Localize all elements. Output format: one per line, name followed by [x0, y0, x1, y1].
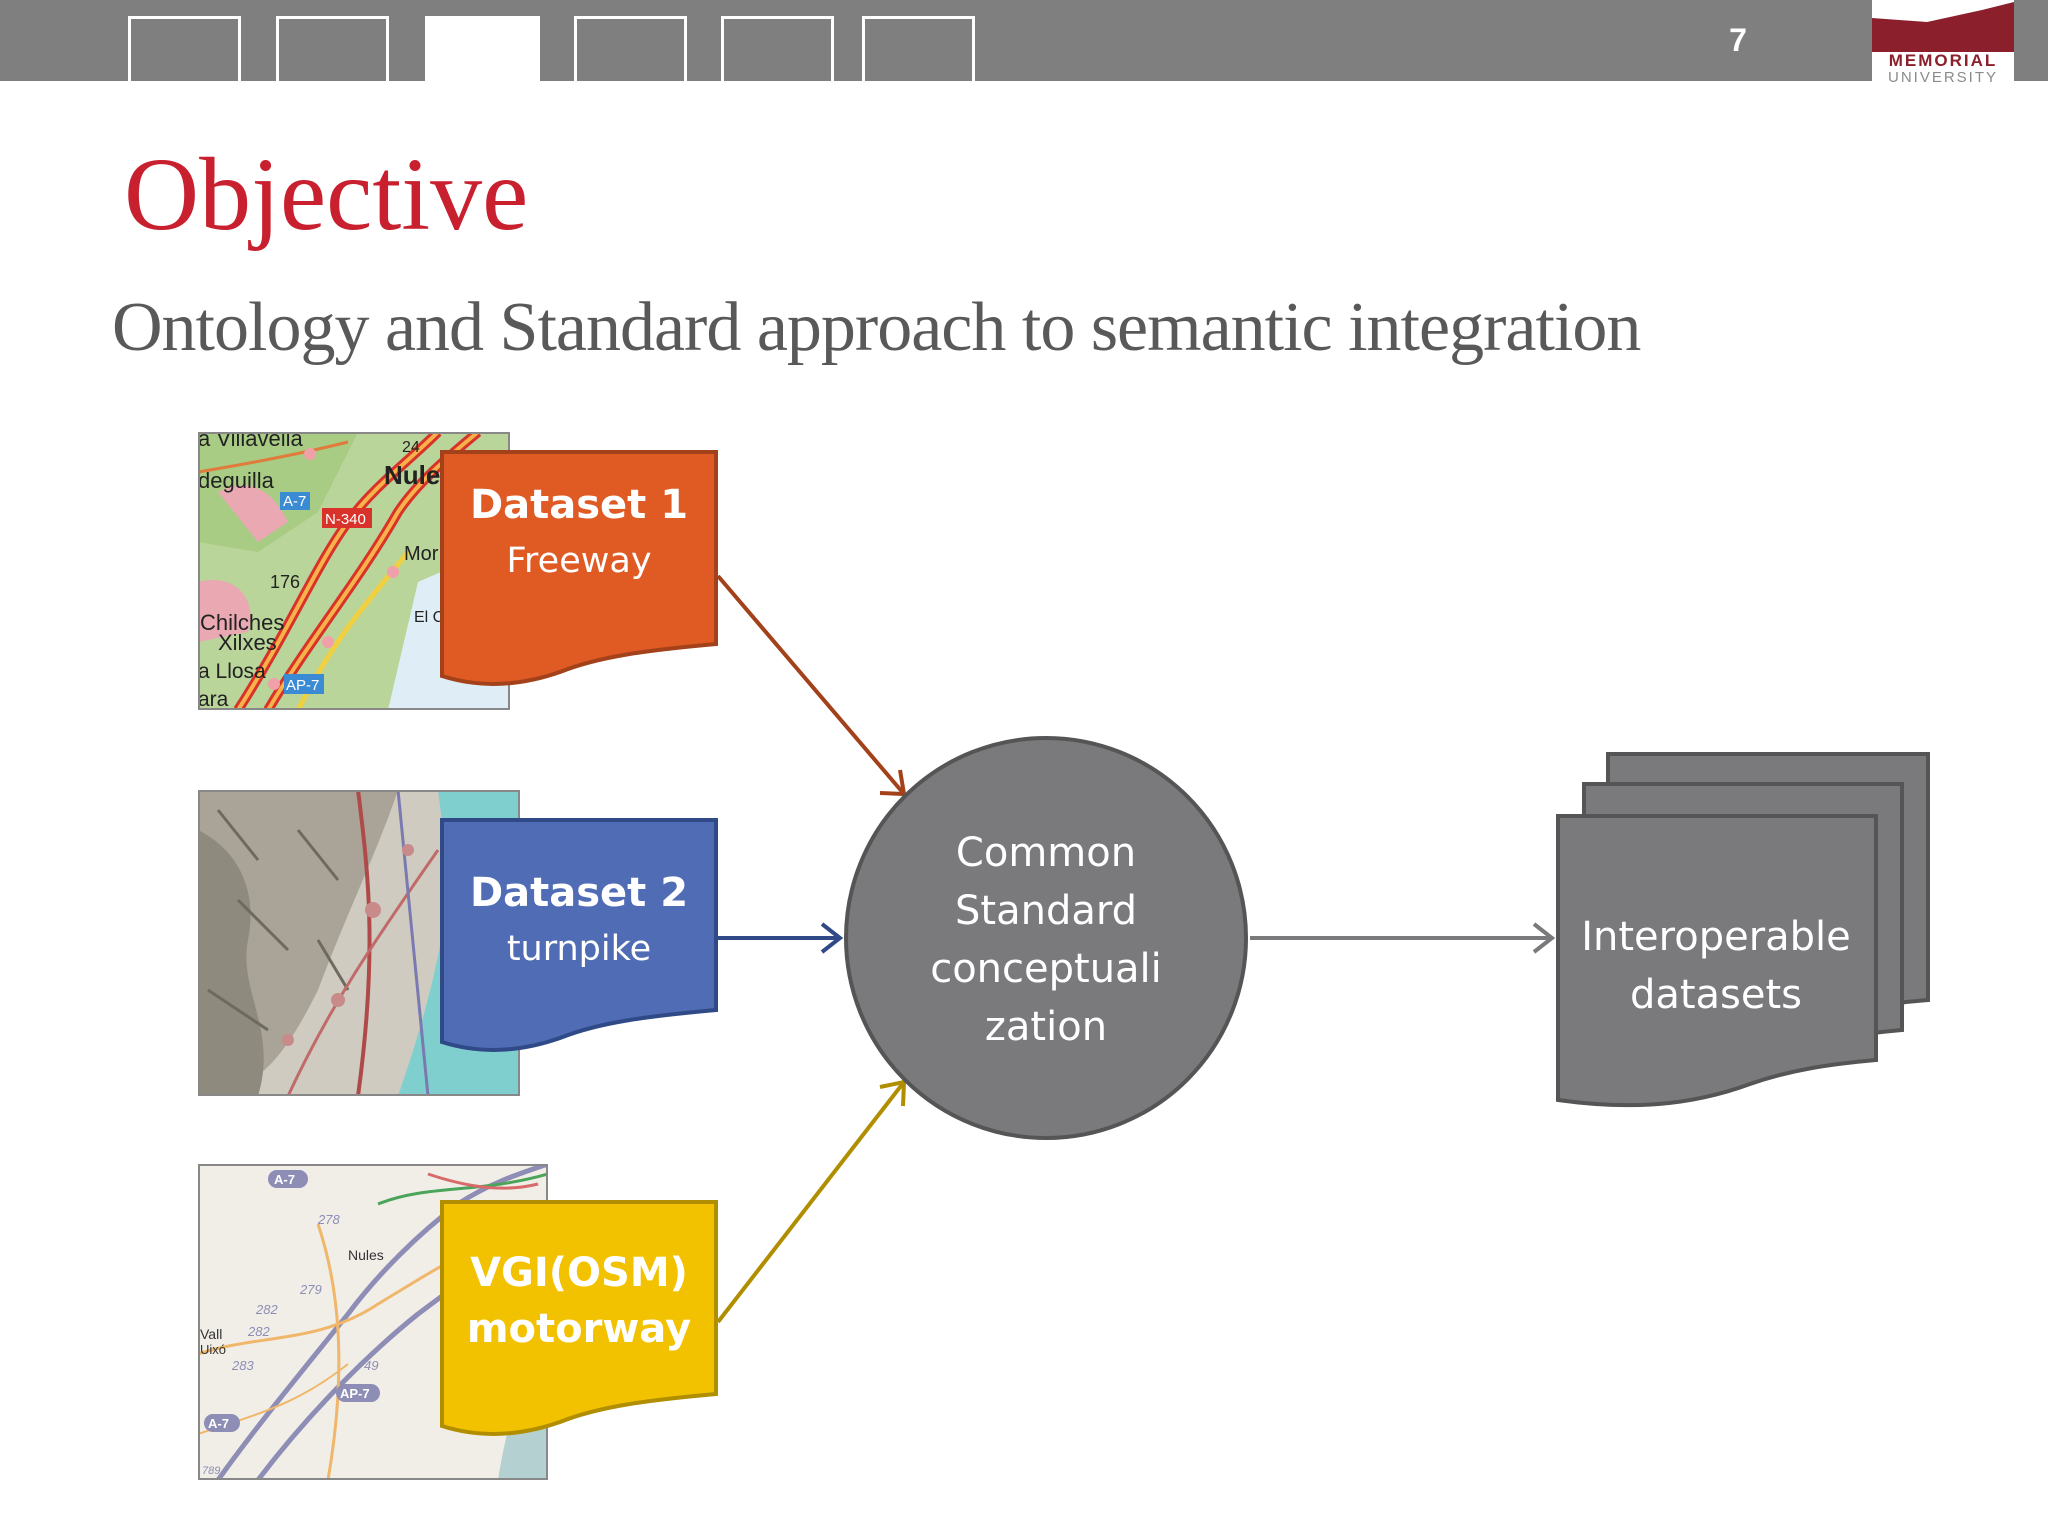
dataset-3-title: VGI(OSM): [470, 1250, 688, 1296]
slide-subtitle: Ontology and Standard approach to semant…: [112, 289, 1641, 366]
nav-tab-2[interactable]: [276, 16, 389, 81]
output-line-2: datasets: [1630, 972, 1802, 1018]
dataset-2-subtitle: turnpike: [507, 929, 651, 969]
svg-text:a Llosa: a Llosa: [198, 660, 266, 683]
svg-text:Uixó: Uixó: [200, 1342, 226, 1357]
svg-text:A-7: A-7: [274, 1172, 295, 1187]
svg-text:deguilla: deguilla: [198, 468, 275, 493]
svg-text:A-7: A-7: [283, 493, 306, 510]
svg-text:24: 24: [402, 439, 420, 456]
arrow-dataset-1: [716, 574, 907, 797]
arrow-output: [1250, 922, 1556, 954]
svg-text:ara: ara: [198, 688, 229, 710]
nav-tab-1[interactable]: [128, 16, 241, 81]
nav-tab-6[interactable]: [862, 16, 975, 81]
nav-tab-5[interactable]: [721, 16, 834, 81]
svg-text:A-7: A-7: [208, 1416, 229, 1431]
center-line-4: zation: [985, 1004, 1107, 1050]
svg-text:El C: El C: [414, 609, 444, 626]
output-line-1: Interoperable: [1581, 914, 1851, 960]
arrow-dataset-3: [716, 1079, 907, 1324]
common-standard-node: Common Standard conceptuali zation: [844, 736, 1248, 1140]
svg-text:49: 49: [364, 1358, 378, 1373]
interoperable-datasets-stack: Interoperable datasets: [1556, 752, 1930, 1108]
svg-text:Mor: Mor: [404, 543, 439, 565]
dataset-2-title: Dataset 2: [470, 870, 688, 916]
nav-tab-3-active[interactable]: [425, 16, 540, 81]
svg-text:a Villavella: a Villavella: [198, 432, 304, 451]
svg-text:Vall: Vall: [200, 1326, 222, 1342]
svg-text:789: 789: [202, 1465, 220, 1477]
dataset-1-shape: Dataset 1 Freeway: [440, 450, 718, 686]
svg-text:279: 279: [299, 1282, 322, 1297]
svg-text:AP-7: AP-7: [286, 677, 319, 694]
svg-text:Nule: Nule: [384, 460, 440, 490]
svg-text:Chilches: Chilches: [200, 610, 284, 635]
dataset-2-shape: Dataset 2 turnpike: [440, 818, 718, 1052]
logo-line-2: UNIVERSITY: [1888, 69, 1998, 86]
page-number: 7: [1729, 22, 1747, 58]
center-line-2: Standard: [955, 888, 1137, 934]
svg-text:AP-7: AP-7: [340, 1386, 370, 1401]
svg-text:283: 283: [231, 1358, 254, 1373]
svg-text:282: 282: [255, 1302, 278, 1317]
memorial-university-logo: MEMORIAL UNIVERSITY: [1872, 0, 2014, 86]
svg-text:176: 176: [270, 572, 300, 592]
slide-title: Objective: [124, 137, 529, 252]
nav-tab-4[interactable]: [574, 16, 687, 81]
dataset-1-subtitle: Freeway: [506, 541, 651, 581]
svg-text:278: 278: [317, 1212, 340, 1227]
dataset-3-shape: VGI(OSM) motorway: [440, 1200, 718, 1436]
center-line-1: Common: [956, 830, 1136, 876]
dataset-1-title: Dataset 1: [470, 482, 688, 528]
svg-text:Nules: Nules: [348, 1247, 384, 1263]
svg-text:282: 282: [247, 1324, 270, 1339]
top-nav-bar: [0, 0, 2048, 81]
arrow-dataset-2: [716, 922, 844, 954]
svg-text:N-340: N-340: [325, 511, 366, 528]
logo-line-1: MEMORIAL: [1889, 51, 1998, 70]
svg-text:Xilxes: Xilxes: [218, 630, 277, 655]
dataset-3-subtitle: motorway: [467, 1306, 691, 1352]
center-line-3: conceptuali: [930, 946, 1162, 992]
